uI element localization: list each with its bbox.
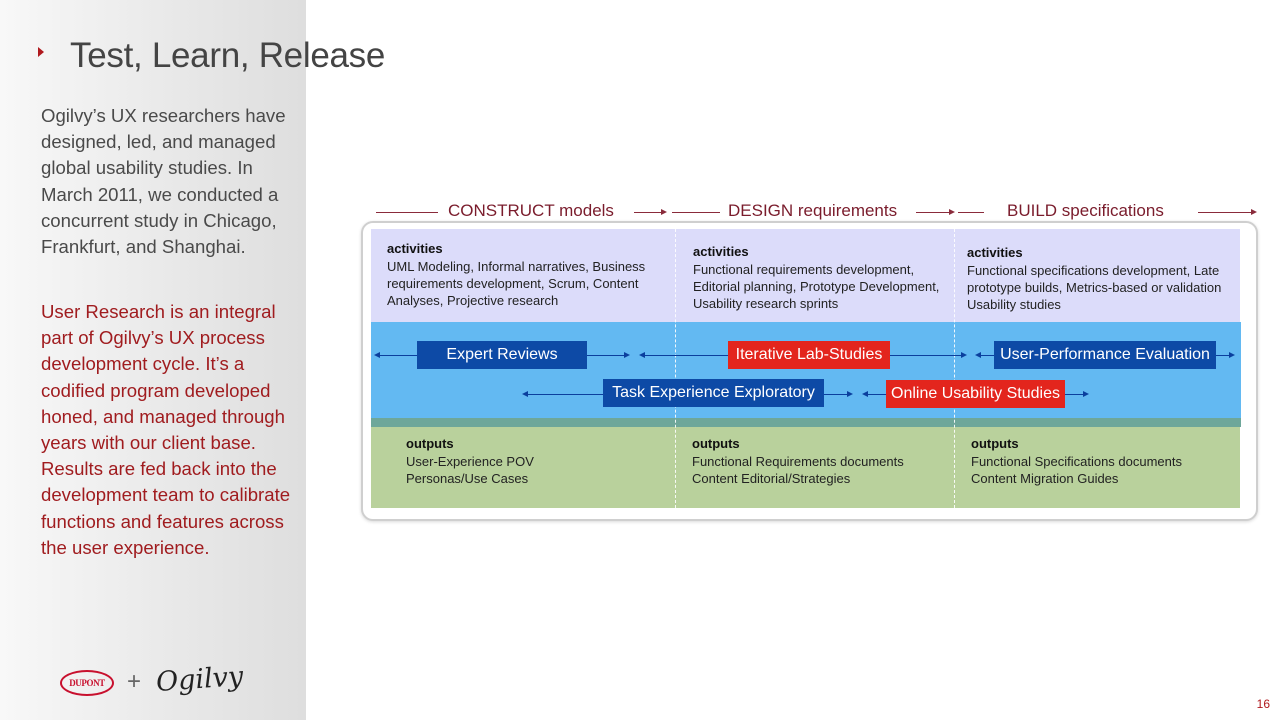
outputs-text: Functional Specifications documents Cont…	[971, 454, 1183, 486]
arrow-right-icon	[1229, 352, 1235, 358]
method-arrow-line	[890, 355, 962, 356]
outputs-title: outputs	[971, 436, 1019, 451]
phase-line	[672, 212, 720, 213]
arrow-right-icon	[624, 352, 630, 358]
method-arrow-line	[980, 355, 994, 356]
activities-text: UML Modeling, Informal narratives, Busin…	[387, 259, 646, 308]
task-experience-exploratory-box: Task Experience Exploratory	[603, 379, 824, 407]
arrow-left-icon	[862, 391, 868, 397]
method-arrow-line	[379, 355, 417, 356]
method-arrow-line	[527, 394, 603, 395]
outputs-title: outputs	[692, 436, 740, 451]
activities-text: Functional requirements development, Edi…	[693, 262, 940, 311]
method-arrow-line	[867, 394, 886, 395]
method-arrow-line	[644, 355, 728, 356]
arrow-right-icon	[1083, 391, 1089, 397]
plus-sign: +	[127, 668, 142, 695]
activities-band	[371, 229, 1240, 322]
activities-title: activities	[693, 244, 749, 259]
method-arrow-line	[824, 394, 848, 395]
phase-arrow-icon	[949, 209, 955, 215]
phase-construct: CONSTRUCT models	[448, 201, 614, 220]
phase-line	[958, 212, 984, 213]
intro-paragraph: Ogilvy’s UX researchers have designed, l…	[41, 105, 286, 258]
phase-arrow-icon	[1251, 209, 1257, 215]
online-usability-studies-box: Online Usability Studies	[886, 380, 1065, 408]
column-divider	[675, 229, 676, 508]
ogilvy-logo: Ogilvy	[155, 660, 245, 699]
title-bullet-icon	[38, 47, 44, 57]
outputs-text: Functional Requirements documents Conten…	[692, 454, 904, 486]
page-number: 16	[1256, 697, 1270, 711]
dupont-logo: DUPONT	[60, 670, 114, 696]
phase-line	[376, 212, 438, 213]
phase-arrow-icon	[661, 209, 667, 215]
outputs-band	[371, 427, 1240, 508]
arrow-left-icon	[639, 352, 645, 358]
activities-title: activities	[967, 245, 1023, 260]
divider-strip	[371, 418, 1241, 427]
logo-group: DUPONT + Ogilvy	[60, 661, 244, 710]
column-divider	[954, 229, 955, 508]
activities-text: Functional specifications development, L…	[967, 263, 1222, 312]
phase-design: DESIGN requirements	[728, 201, 898, 220]
left-panel	[0, 0, 306, 720]
phase-line	[634, 212, 662, 213]
outputs-title: outputs	[406, 436, 454, 451]
arrow-right-icon	[961, 352, 967, 358]
method-arrow-line	[587, 355, 625, 356]
phase-line	[1198, 212, 1252, 213]
user-performance-evaluation-box: User-Performance Evaluation	[994, 341, 1216, 369]
iterative-lab-studies-box: Iterative Lab-Studies	[728, 341, 890, 369]
outputs-text: User-Experience POV Personas/Use Cases	[406, 454, 534, 486]
slide-title: Test, Learn, Release	[70, 36, 386, 75]
arrow-right-icon	[847, 391, 853, 397]
arrow-left-icon	[975, 352, 981, 358]
phase-line	[916, 212, 950, 213]
phase-build: BUILD specifications	[1007, 201, 1164, 220]
method-arrow-line	[1216, 355, 1230, 356]
arrow-left-icon	[374, 352, 380, 358]
arrow-left-icon	[522, 391, 528, 397]
method-arrow-line	[1065, 394, 1084, 395]
activities-title: activities	[387, 241, 443, 256]
expert-reviews-box: Expert Reviews	[417, 341, 587, 369]
research-paragraph: User Research is an integral part of Ogi…	[41, 301, 291, 558]
